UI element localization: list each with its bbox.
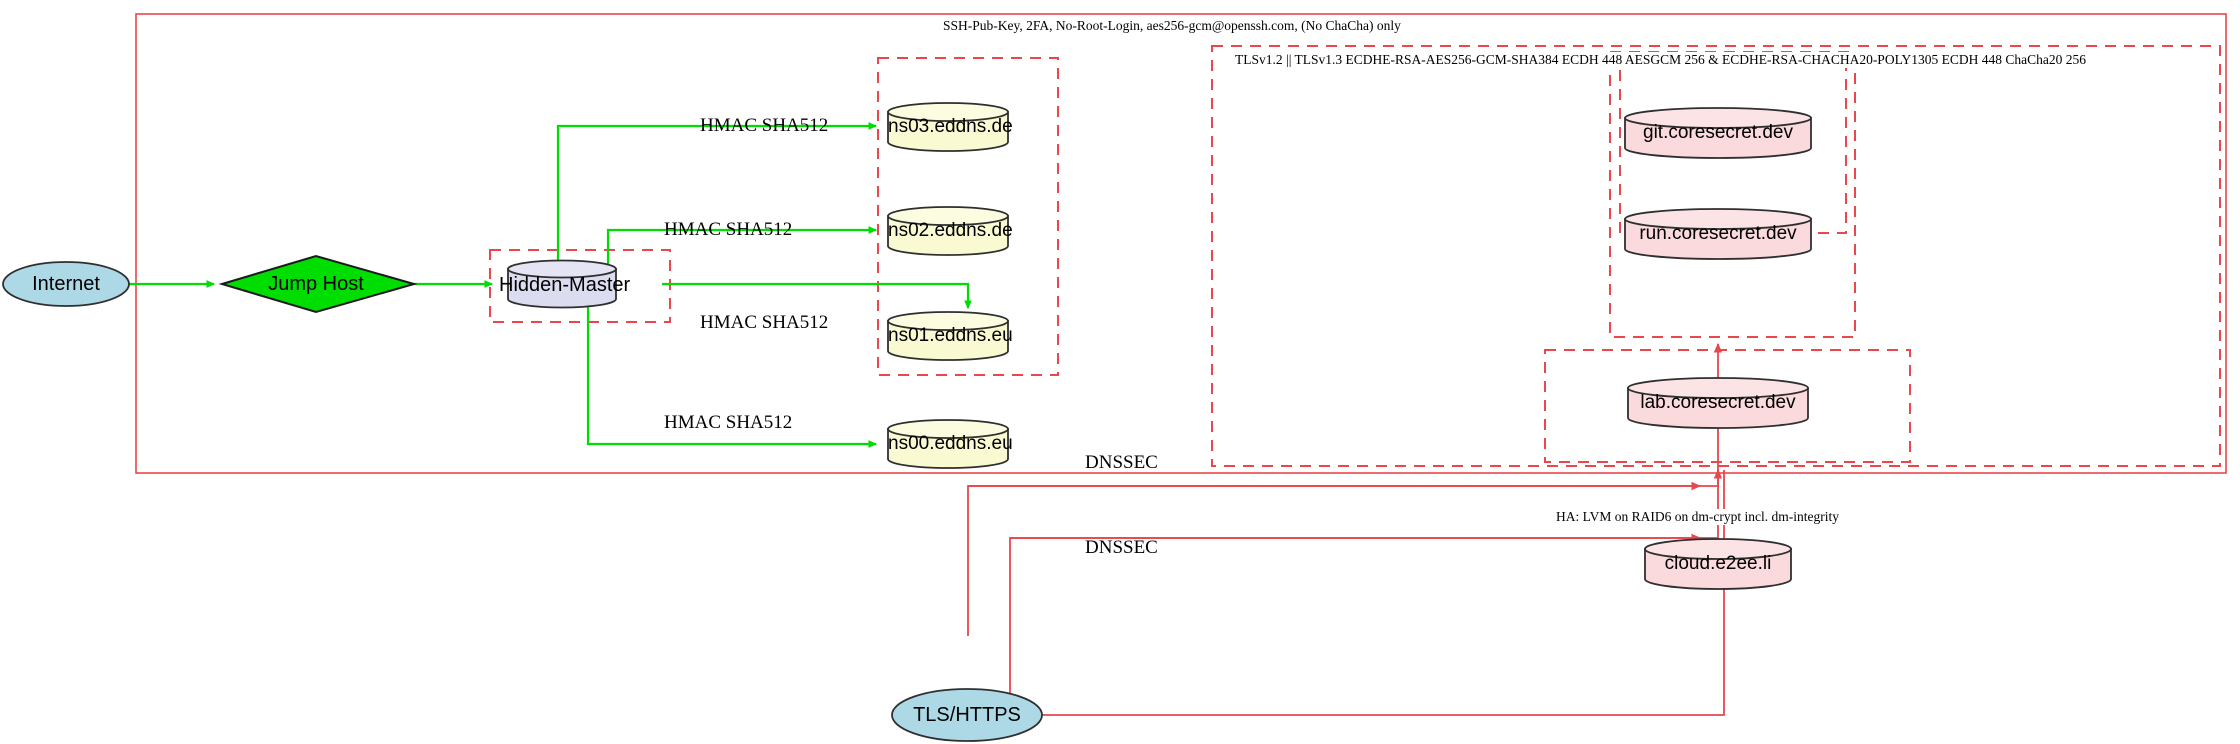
node-ns02[interactable] xyxy=(887,206,1009,256)
node-git-coresecret[interactable] xyxy=(1624,107,1812,159)
node-run-coresecret[interactable] xyxy=(1624,208,1812,260)
edge-dnssec-upper xyxy=(967,342,1723,636)
edge-label-dnssec-upper: DNSSEC xyxy=(1085,452,1158,473)
ssh-zone-boundary xyxy=(135,13,2227,474)
tls-zone-boundary xyxy=(1211,45,2221,467)
node-ns01[interactable] xyxy=(887,311,1009,361)
master-zone-boundary xyxy=(489,249,671,323)
edge-label-hmac-ns00: HMAC SHA512 xyxy=(664,412,793,433)
coresecret-outer-boundary xyxy=(1609,51,1856,338)
edge-label-hmac-ns02: HMAC SHA512 xyxy=(664,219,793,240)
ha-zone-label: HA: LVM on RAID6 on dm-crypt incl. dm-in… xyxy=(1553,509,1842,525)
ssh-zone-label: SSH-Pub-Key, 2FA, No-Root-Login, aes256-… xyxy=(940,18,1404,34)
edge-master-to-ns03 xyxy=(556,122,878,266)
node-cloud-e2ee[interactable] xyxy=(1644,538,1792,590)
node-tls-https[interactable] xyxy=(891,688,1043,742)
node-internet[interactable] xyxy=(2,261,130,307)
edge-master-to-ns00 xyxy=(586,302,878,448)
tls-zone-label: TLSv1.2 || TLSv1.3 ECDHE-RSA-AES256-GCM-… xyxy=(1232,52,2089,68)
ha-zone-boundary xyxy=(1544,349,1911,463)
edge-dnssec-lower xyxy=(1009,468,1723,700)
edge-tls-right xyxy=(1042,470,1725,716)
edge-master-to-ns01 xyxy=(662,282,972,310)
edge-label-hmac-ns01: HMAC SHA512 xyxy=(700,312,829,333)
node-hidden-master[interactable] xyxy=(507,259,617,309)
node-ns03[interactable] xyxy=(887,102,1009,152)
node-jump-host[interactable] xyxy=(218,254,418,314)
edge-label-dnssec-lower: DNSSEC xyxy=(1085,537,1158,558)
edge-label-hmac-ns03: HMAC SHA512 xyxy=(700,115,829,136)
node-ns00[interactable] xyxy=(887,419,1009,469)
edge-master-to-ns02 xyxy=(606,226,878,266)
node-lab-coresecret[interactable] xyxy=(1627,377,1809,429)
